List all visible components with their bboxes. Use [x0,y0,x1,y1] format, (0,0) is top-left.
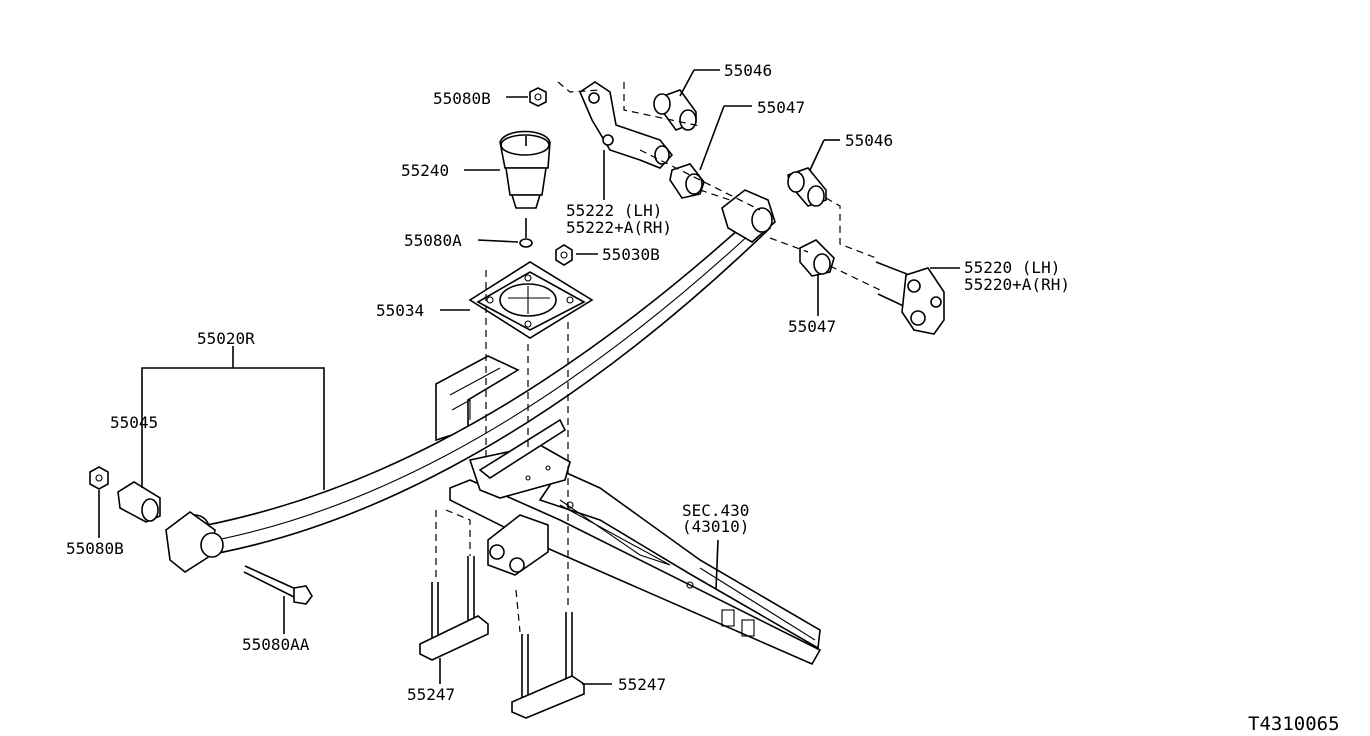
nut-55080b-left [89,466,109,490]
leader-lines [98,69,960,685]
label-55080b-left: 55080B [66,539,124,558]
label-55046-right: 55046 [845,131,893,150]
label-55080b-top: 55080B [433,89,491,108]
u-bolt-55247-left [419,556,489,661]
bolt-55080aa [243,565,313,605]
nut-55080b-top [529,87,547,107]
label-55220-lh: 55220 (LH) [964,258,1060,277]
bump-stopper-55240 [499,130,551,209]
leaf-spring [165,189,776,573]
spring-hanger-bracket [487,514,549,576]
alignment-lines [435,81,881,633]
label-sec-43010: (43010) [682,517,749,536]
nut-55030b [555,244,573,266]
label-55247-left: 55247 [407,685,455,704]
bracket-plate-55034 [468,261,594,339]
label-55046-top: 55046 [724,61,772,80]
bushing-55047-top [669,163,705,199]
spring-seat [468,412,571,499]
diagram-code: T4310065 [1248,713,1340,735]
label-sec-430: SEC.430 [682,501,749,520]
shackle-55220 [875,261,945,335]
label-55020r: 55020R [197,329,255,348]
bolt-55080a [519,218,533,248]
bump-stopper-bracket [435,355,520,442]
label-55240: 55240 [401,161,449,180]
shackle-55222 [579,81,674,169]
label-55047-right: 55047 [788,317,836,336]
bushing-55046-top [653,89,697,131]
bushing-55045 [117,481,161,523]
u-bolt-55247-right [511,612,585,719]
label-55222-lh: 55222 (LH) [566,201,662,220]
label-55222-rh: 55222+A(RH) [566,218,672,237]
label-55080aa: 55080AA [242,635,310,654]
bushing-55046-right [787,167,827,207]
label-55030b: 55030B [602,245,660,264]
bushing-55047-right [799,239,835,277]
part-labels: 55046 55080B 55047 55240 55046 55222 (LH… [66,61,1340,735]
label-55247-right: 55247 [618,675,666,694]
label-55034: 55034 [376,301,424,320]
label-55047-top: 55047 [757,98,805,117]
label-55045: 55045 [110,413,158,432]
label-55080a: 55080A [404,231,462,250]
label-55220-rh: 55220+A(RH) [964,275,1070,294]
